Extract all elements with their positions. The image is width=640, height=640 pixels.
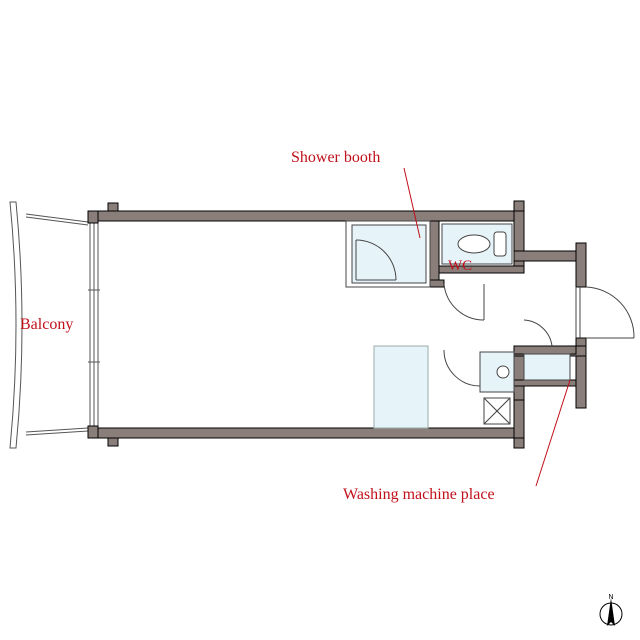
shower-booth	[345, 220, 431, 288]
balcony	[9, 201, 89, 449]
north-label: N	[608, 594, 613, 601]
leader-lines	[403, 167, 571, 487]
wc-label: WC	[448, 258, 473, 274]
shower-booth-label: Shower booth	[291, 149, 381, 166]
walls	[87, 200, 587, 449]
balcony-label: Balcony	[20, 316, 74, 333]
balcony-window	[88, 222, 100, 426]
entrance-door	[575, 286, 635, 339]
washing-machine-place-label: Washing machine place	[343, 486, 495, 503]
wc-door	[443, 283, 485, 321]
sink-icon	[479, 351, 515, 393]
toilet-icon	[441, 223, 513, 265]
washing-machine-place	[523, 353, 571, 381]
kitchen-counter	[373, 345, 429, 429]
north-arrow-icon: N	[599, 594, 623, 626]
drain-icon	[483, 397, 511, 425]
kitchen-door	[443, 319, 553, 387]
